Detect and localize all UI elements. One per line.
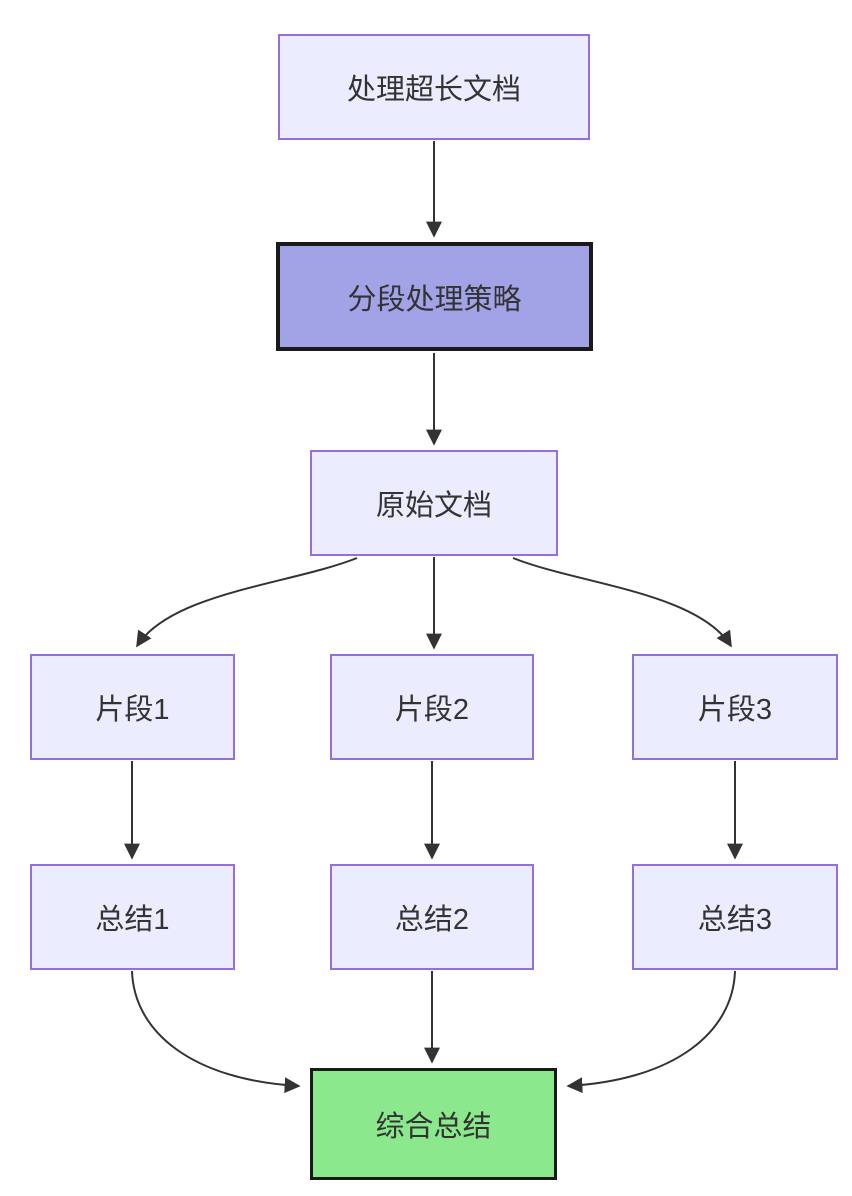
node-label: 总结2 — [394, 904, 470, 936]
node-label: 处理超长文档 — [346, 74, 521, 106]
edge-summary3-to-final — [566, 970, 736, 1094]
node-segment-1: 片段1 — [30, 654, 235, 760]
node-label: 综合总结 — [375, 1111, 492, 1143]
node-segment-2: 片段2 — [330, 654, 534, 760]
node-label: 片段1 — [95, 694, 170, 726]
node-final-summary: 综合总结 — [310, 1068, 557, 1180]
edge-original-to-segment3 — [512, 557, 732, 648]
node-summary-3: 总结3 — [632, 864, 838, 970]
node-label: 分段处理策略 — [347, 283, 522, 316]
node-process-long-document: 处理超长文档 — [278, 34, 590, 140]
node-label: 总结1 — [95, 904, 170, 936]
node-label: 原始文档 — [375, 490, 492, 522]
node-original-document: 原始文档 — [310, 450, 558, 556]
node-segmentation-strategy: 分段处理策略 — [276, 242, 593, 351]
node-summary-2: 总结2 — [330, 864, 534, 970]
node-summary-1: 总结1 — [30, 864, 235, 970]
node-label: 总结3 — [697, 904, 773, 936]
node-segment-3: 片段3 — [632, 654, 838, 760]
edge-summary1-to-final — [131, 970, 301, 1094]
node-label: 片段3 — [697, 694, 773, 726]
edge-original-to-segment1 — [136, 557, 358, 648]
node-label: 片段2 — [394, 694, 470, 726]
